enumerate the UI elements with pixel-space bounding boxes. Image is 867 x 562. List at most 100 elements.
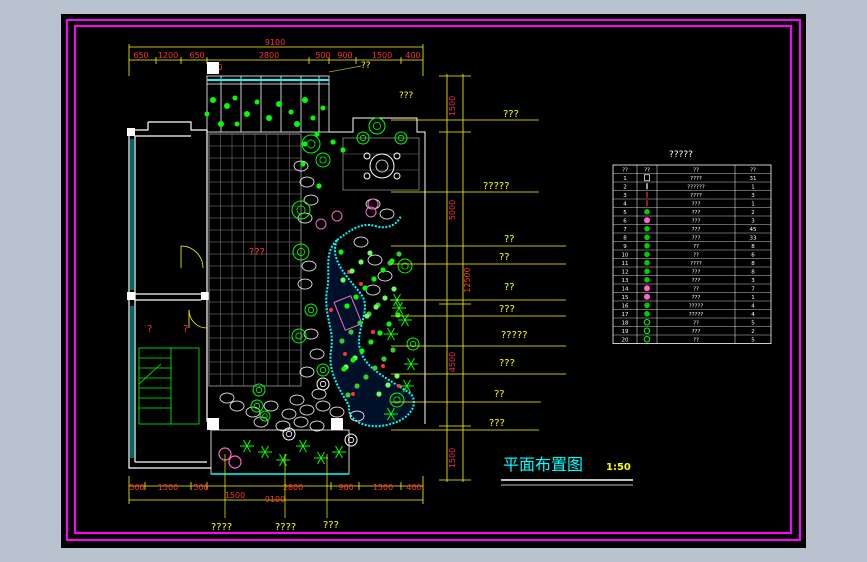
legend-qty: 33	[750, 236, 757, 242]
tree-symbol	[296, 247, 305, 256]
columns	[127, 62, 343, 430]
bottom-total-dim: 9100	[265, 495, 285, 504]
callout-2: ?????	[483, 181, 510, 192]
palm-symbol	[406, 379, 411, 387]
top-dim-1: 650	[133, 51, 148, 60]
tree-symbol	[295, 332, 303, 340]
shrub	[359, 348, 365, 354]
shrub	[373, 304, 379, 310]
legend-icon	[644, 242, 650, 249]
legend-name: ???	[692, 295, 701, 301]
legend-name: ???	[692, 236, 701, 242]
plant-legend-table: ????? ????????1????312??????13????34???1…	[612, 150, 772, 344]
tree-symbol	[359, 134, 367, 142]
bottom-dim-5: 900	[338, 483, 353, 492]
palm-symbol	[387, 333, 392, 341]
tree-symbol	[259, 410, 271, 422]
legend-icon	[643, 318, 651, 326]
legend-name: ?????	[689, 312, 704, 318]
title-scale: 1:50	[606, 462, 631, 473]
stone	[263, 400, 279, 412]
inner-frame	[74, 25, 792, 534]
legend-name: ??	[693, 338, 699, 344]
top-dim-8: 400	[405, 51, 420, 60]
tree-symbol	[397, 258, 413, 274]
callout-4: ??	[499, 252, 510, 263]
palm-symbol	[401, 319, 406, 327]
stone	[297, 278, 313, 290]
stair-label-1: ?	[147, 324, 152, 335]
shrub	[340, 147, 346, 153]
legend-icon	[643, 327, 651, 335]
palm-symbol	[261, 445, 266, 453]
shrub	[387, 260, 393, 266]
legend-name: ???	[692, 219, 701, 225]
shrub	[391, 286, 397, 292]
legend-name: ???	[692, 278, 701, 284]
flower-symbol	[331, 210, 343, 222]
stone	[245, 406, 261, 418]
stone	[289, 394, 305, 406]
shrub	[341, 366, 347, 372]
drawing-sheet: 9100 650 1200 650 2800 500 900 1500 400 …	[61, 14, 806, 548]
shrub	[350, 357, 356, 363]
tree-symbol	[262, 413, 268, 419]
tree-symbol	[255, 386, 263, 394]
stone	[299, 366, 315, 378]
tree-symbol	[347, 436, 355, 444]
tree-symbol	[393, 396, 401, 404]
shrub	[376, 391, 382, 397]
palm-symbol	[264, 451, 269, 459]
palm-symbol	[398, 301, 403, 309]
shrub	[357, 320, 363, 326]
flower-symbol	[365, 206, 377, 218]
callout-labels: ??? ????? ?? ?? ?? ??? ????? ??? ?? ???	[483, 109, 528, 429]
stone	[311, 388, 327, 400]
shrub	[377, 330, 383, 336]
stone	[329, 406, 345, 418]
palm-symbol	[317, 451, 322, 459]
legend-qty: 5	[751, 338, 755, 344]
legend-icon	[644, 208, 650, 215]
tree-symbol	[307, 306, 315, 314]
tree-symbol	[406, 337, 420, 351]
stone	[367, 254, 383, 266]
stone	[377, 270, 393, 282]
palm-symbol	[395, 307, 400, 315]
south-bed	[210, 429, 350, 475]
tree-symbol	[394, 131, 408, 145]
legend-qty: 5	[751, 321, 755, 327]
legend-icon	[644, 302, 650, 309]
legend-icon	[644, 251, 650, 258]
legend-icon	[644, 217, 650, 224]
tree-symbol	[368, 117, 386, 135]
stone	[219, 392, 235, 404]
shrub	[364, 313, 370, 319]
bottom-dim-2: 1500	[158, 483, 178, 492]
callout-1: ???	[503, 109, 519, 120]
top-dimension-lines	[128, 44, 424, 76]
stone	[309, 420, 325, 432]
legend-name: ??	[693, 244, 699, 250]
legend-icon	[644, 310, 650, 317]
legend-name: ???	[692, 227, 701, 233]
palm-symbol	[299, 445, 304, 453]
stone	[253, 416, 269, 428]
tree-symbol	[319, 380, 327, 388]
legend-no: 8	[623, 236, 627, 242]
round-table	[363, 152, 401, 180]
tree-symbol	[301, 134, 321, 154]
legend-no: 15	[622, 295, 629, 301]
palm-symbol	[246, 439, 251, 447]
palm-symbol	[393, 299, 398, 307]
tree-symbol	[389, 392, 405, 408]
tree-symbol	[397, 134, 405, 142]
top-dim-5: 500	[315, 51, 330, 60]
legend-icon	[644, 259, 650, 266]
shrub	[353, 294, 359, 300]
legend-icon	[643, 335, 651, 343]
tree-symbol	[401, 262, 409, 270]
legend-qty: 4	[751, 304, 755, 310]
tree-symbol	[292, 243, 310, 261]
legend-icon	[644, 234, 650, 241]
